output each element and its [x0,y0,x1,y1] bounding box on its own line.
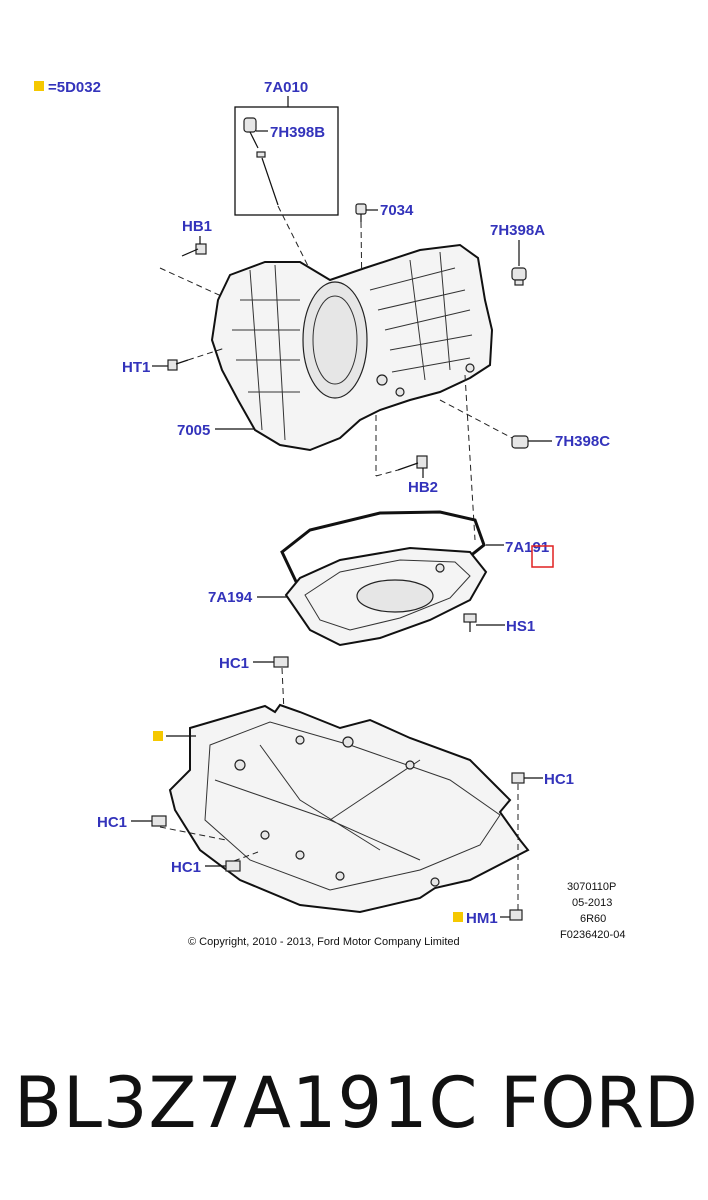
exploded-parts-diagram: =5D032 7A010 7H398B 7034 HB1 7H398A [34,79,625,948]
callout-7A194[interactable]: 7A194 [208,589,253,606]
copyright-notice: © Copyright, 2010 - 2013, Ford Motor Com… [188,936,460,948]
callout-7H398B[interactable]: 7H398B [270,124,325,141]
callout-7034[interactable]: 7034 [380,202,414,219]
callout-HB2[interactable]: HB2 [408,479,438,496]
bolt-hs1-icon [463,613,477,632]
callout-HS1[interactable]: HS1 [506,618,535,635]
shield-marker-icon [153,731,163,741]
dipstick-icon [243,117,279,206]
callout-7A191[interactable]: 7A191 [505,539,549,556]
transmission-case-7005 [210,243,494,452]
callout-HB1[interactable]: HB1 [182,218,212,235]
bolt-ht1-icon [167,359,189,371]
callout-7H398A[interactable]: 7H398A [490,222,545,239]
callout-7005[interactable]: 7005 [177,422,210,439]
legend-label: =5D032 [48,79,101,96]
hm1-marker-icon [453,912,463,922]
callout-7A010[interactable]: 7A010 [264,79,308,96]
callout-HT1[interactable]: HT1 [122,359,150,376]
diagram-date: 05-2013 [572,897,612,909]
bolt-hb1-icon [181,243,207,257]
selected-part-highlight [531,545,554,568]
brand-name: FORD [500,1062,698,1144]
nut-hm1-icon [509,909,523,921]
diagram-model: 6R60 [580,913,606,925]
dipstick-box [234,106,339,216]
part-number: BL3Z7A191C [14,1062,479,1144]
clip-hc1-lower-icon [225,860,241,872]
diagram-ref: F0236420-04 [560,929,625,941]
clip-hc1-left-icon [151,815,167,827]
callout-HC1-lower[interactable]: HC1 [171,859,201,876]
callout-HM1[interactable]: HM1 [466,910,498,927]
callout-7H398C[interactable]: 7H398C [555,433,610,450]
callout-HC1-left[interactable]: HC1 [97,814,127,831]
clip-hc1-top-icon [273,656,289,668]
plug-7h398a-icon [511,267,527,286]
underbody-shield [168,703,530,914]
vent-icon [355,203,367,222]
diagram-code: 3070110P [567,881,616,893]
callout-HC1-right[interactable]: HC1 [544,771,574,788]
callout-HC1-top[interactable]: HC1 [219,655,249,672]
legend-marker-icon [34,81,44,91]
clip-hc1-right-icon [511,772,525,784]
plug-7h398c-icon [511,435,529,449]
bolt-hb2-icon [397,455,428,471]
oil-pan-7A194 [284,546,488,647]
